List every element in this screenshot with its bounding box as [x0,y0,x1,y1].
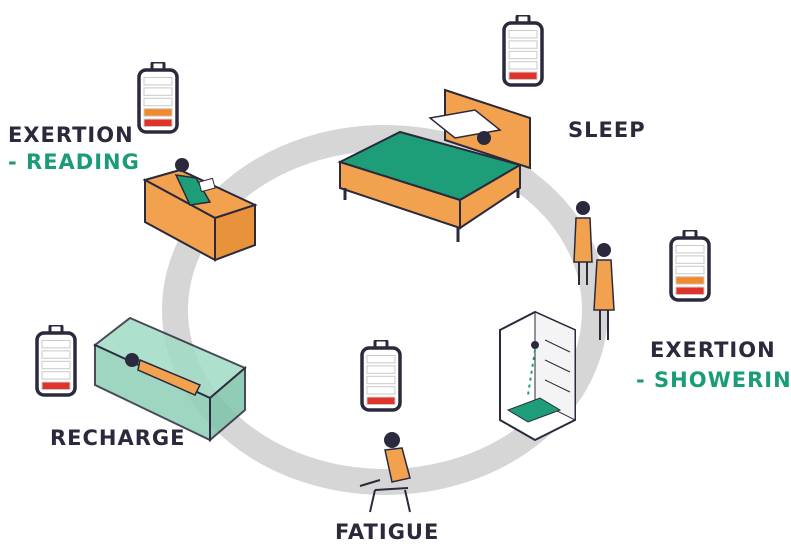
battery-icon-sleep [502,13,544,92]
battery-segment [143,108,173,117]
armchair-icon [142,158,258,262]
battery-segment [41,360,71,370]
battery-segment [366,365,396,374]
stage-label-fatigue: FATIGUE [335,520,440,544]
chair-icon [359,432,411,513]
battery-segment [41,350,71,359]
battery-segment [143,87,173,96]
battery-segment [508,50,538,60]
battery-segment [366,355,396,364]
battery-segment [143,97,173,107]
battery-segment [508,71,538,80]
bed-icon [337,88,531,242]
stage-label-exertion-showering: EXERTION [650,338,776,362]
sofa-icon [93,316,247,443]
battery-icon-exertion-reading [137,60,179,139]
battery-segment [41,340,71,349]
battery-segment [143,118,173,127]
battery-segment [366,386,396,395]
battery-segment [675,276,705,285]
battery-icon-fatigue [360,338,402,417]
battery-segment [366,375,396,385]
battery-segment [366,396,396,405]
battery-segment [508,61,538,70]
stage-label-exertion-reading: EXERTION [8,123,134,147]
battery-segment [675,245,705,254]
battery-segment [675,265,705,275]
stage-sublabel-reading: - READING [8,150,140,174]
stage-label-sleep: SLEEP [568,118,646,142]
stage-sublabel-showering: - SHOWERING [636,368,791,392]
battery-segment [41,381,71,390]
shower-icon [499,310,576,442]
battery-segment [143,77,173,86]
stage-label-recharge: RECHARGE [50,426,186,450]
battery-icon-exertion-showering [669,228,711,307]
battery-segment [675,255,705,264]
battery-icon-recharge [35,323,77,402]
person-standing-icon [573,201,615,340]
battery-segment [508,40,538,49]
battery-segment [41,371,71,380]
battery-segment [675,286,705,295]
battery-segment [508,30,538,39]
